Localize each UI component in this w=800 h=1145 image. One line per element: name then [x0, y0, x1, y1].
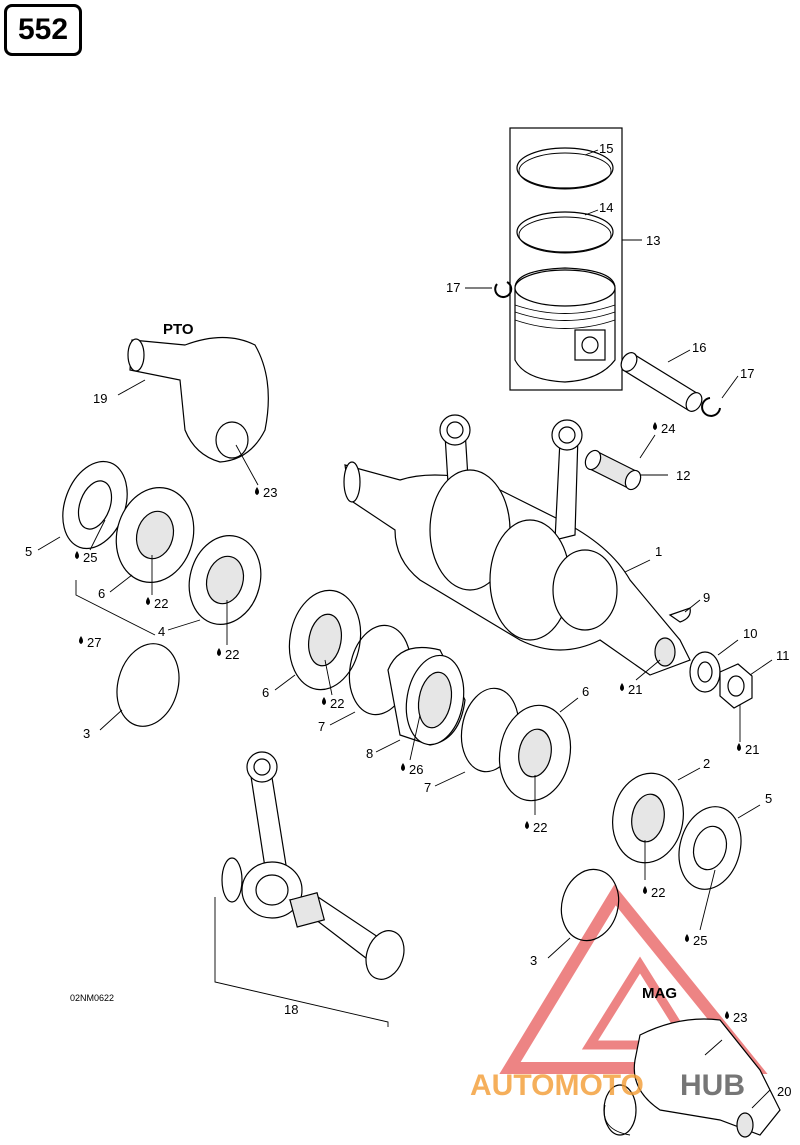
callout-4: 4	[158, 624, 165, 639]
callout-19: 19	[93, 391, 107, 406]
lube-25-left: 25	[83, 550, 97, 565]
watermark-text: AUTOMOTO HUB	[470, 1069, 745, 1102]
oil-seal-right	[678, 806, 742, 890]
drop-icon	[620, 683, 624, 691]
drop-icon	[146, 597, 150, 605]
connecting-rod-kit	[221, 751, 405, 980]
drop-icon	[255, 487, 259, 495]
lube-21-nut: 21	[745, 742, 759, 757]
watermark-auto: AUTOMOTO	[470, 1069, 644, 1102]
callout-8: 8	[366, 746, 373, 761]
callout-5-left: 5	[25, 544, 32, 559]
mag-label: MAG	[642, 985, 677, 1002]
o-ring-right	[560, 868, 620, 942]
callout-14: 14	[599, 200, 613, 215]
callout-6-center: 6	[262, 685, 269, 700]
callout-11: 11	[776, 648, 790, 663]
drop-icon	[322, 697, 326, 705]
lubricant-numbers: 23 25 22 27 22 22 26 22 21 21 22 25 24 2…	[83, 421, 759, 1025]
drop-icon	[525, 821, 529, 829]
ball-bearing-center-right	[498, 704, 572, 802]
ball-bearing-pto	[188, 534, 262, 626]
piston-kit-group	[494, 127, 623, 391]
drop-icon	[685, 934, 689, 942]
o-ring-left	[116, 643, 180, 727]
oil-seal-left	[62, 460, 128, 550]
callout-20: 20	[777, 1084, 791, 1099]
ball-bearing-center-left	[288, 589, 362, 691]
callout-1: 1	[655, 544, 662, 559]
lube-22-bearing-4: 22	[225, 647, 239, 662]
lube-22-center-left: 22	[330, 696, 344, 711]
page-number: 552	[4, 4, 82, 56]
lube-23-mag: 23	[733, 1010, 747, 1025]
callout-10: 10	[743, 626, 757, 641]
callout-12: 12	[676, 468, 690, 483]
lube-23-pto: 23	[263, 485, 277, 500]
lube-21-shaft: 21	[628, 682, 642, 697]
lube-22-center-right: 22	[533, 820, 547, 835]
ball-bearing-left	[115, 487, 195, 583]
drop-icon	[737, 743, 741, 751]
piston-ring-top	[516, 147, 614, 189]
callout-15: 15	[599, 141, 613, 156]
piston-pin-circlip-right	[701, 397, 721, 417]
drop-icon	[217, 648, 221, 656]
callout-6-left: 6	[98, 586, 105, 601]
callout-7-right: 7	[424, 780, 431, 795]
callout-16: 16	[692, 340, 706, 355]
watermark-hub: HUB	[680, 1069, 745, 1102]
washer	[689, 651, 721, 693]
callout-18: 18	[284, 1002, 298, 1017]
lube-25-right: 25	[693, 933, 707, 948]
ball-bearing-mag	[612, 772, 684, 864]
drop-icon	[79, 636, 83, 644]
mag-crankshaft-half	[603, 1018, 781, 1138]
lube-22-mag: 22	[651, 885, 665, 900]
piston-ring-second	[516, 211, 614, 253]
callout-17-left: 17	[446, 280, 460, 295]
lube-24: 24	[661, 421, 675, 436]
crankshaft-assembly	[343, 414, 691, 676]
drop-icon	[75, 551, 79, 559]
callout-numbers: 1 2 3 3 4 5 5 6 6 6 7 7 8 9 10 11 12 13 …	[25, 141, 791, 1099]
drop-icon	[643, 886, 647, 894]
callout-13: 13	[646, 233, 660, 248]
callout-3-right: 3	[530, 953, 537, 968]
lube-26: 26	[409, 762, 423, 777]
crankshaft-nut	[719, 663, 753, 709]
callout-9: 9	[703, 590, 710, 605]
center-bearing-housing	[387, 646, 466, 746]
pto-crankshaft-half	[127, 336, 269, 463]
callout-17-right: 17	[740, 366, 754, 381]
piston	[514, 267, 616, 383]
callout-3-left: 3	[83, 726, 90, 741]
piston-pin	[620, 352, 703, 412]
drop-icon	[653, 422, 657, 430]
leader-lines	[37, 149, 773, 1109]
lubricant-drop-icons	[75, 422, 741, 1019]
pto-label: PTO	[163, 321, 194, 338]
lube-22-bearing-6: 22	[154, 596, 168, 611]
needle-bearing	[584, 449, 642, 491]
callout-5-right: 5	[765, 791, 772, 806]
lube-27: 27	[87, 635, 101, 650]
callout-6-right: 6	[582, 684, 589, 699]
drop-icon	[725, 1011, 729, 1019]
callout-7-left: 7	[318, 719, 325, 734]
drop-icon	[401, 763, 405, 771]
drawing-code: 02NM0622	[70, 993, 114, 1003]
piston-pin-circlip-left	[494, 281, 513, 299]
callout-2: 2	[703, 756, 710, 771]
